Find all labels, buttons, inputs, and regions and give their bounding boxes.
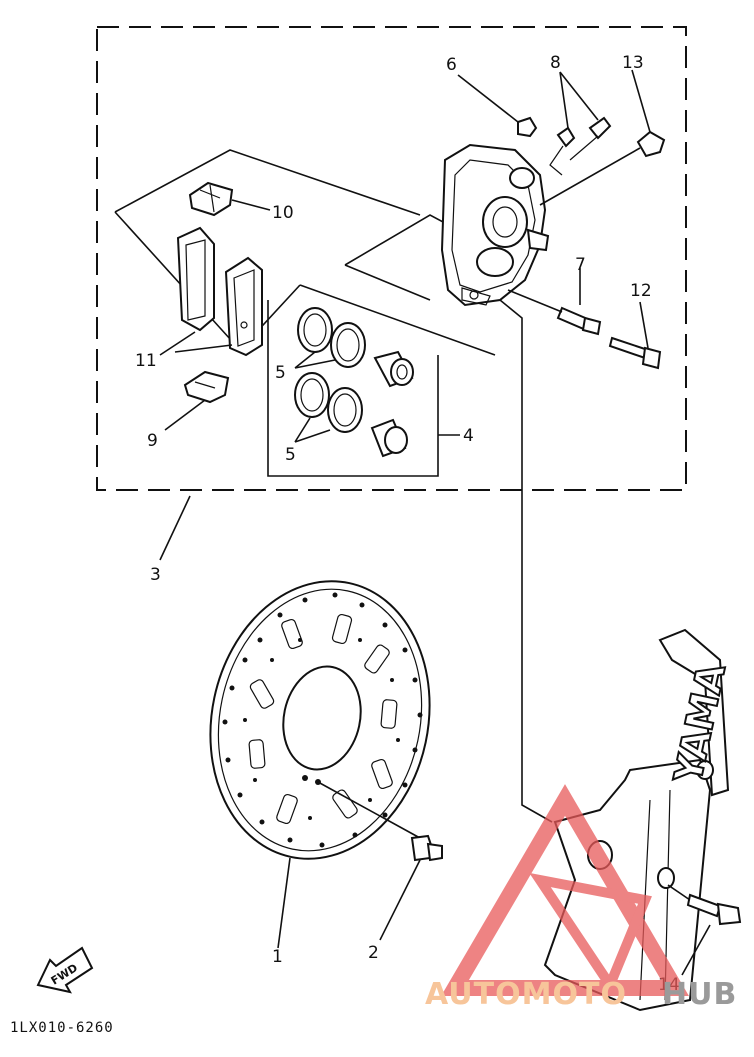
callout-6: 6 xyxy=(446,55,457,75)
brake-disc xyxy=(209,580,431,860)
callout-10: 10 xyxy=(272,203,294,223)
callout-1: 1 xyxy=(272,947,283,967)
callout-12: 12 xyxy=(630,281,652,301)
drawing-code: 1LX010-6260 xyxy=(10,1020,114,1036)
piston-seal-lower-b xyxy=(327,387,363,433)
callout-5-lower: 5 xyxy=(285,445,296,465)
caliper-bolt-cap-set xyxy=(549,116,612,176)
seal-kit-group-outline xyxy=(267,284,496,477)
caliper-slide-pin xyxy=(556,306,602,336)
watermark-text-automoto: AUTOMOTO xyxy=(425,977,627,1012)
piston-lower xyxy=(370,418,408,458)
caliper-cap xyxy=(636,130,666,158)
pad-spring-upper xyxy=(188,181,234,217)
caliper-body xyxy=(440,143,550,307)
automotohub-watermark-logo xyxy=(441,784,689,996)
callout-9: 9 xyxy=(147,431,158,451)
watermark-text-hub: HUB xyxy=(662,977,737,1012)
piston-seal-upper-b xyxy=(330,322,366,368)
brake-pad-right xyxy=(224,256,263,357)
callout-11: 11 xyxy=(135,351,157,371)
callout-13: 13 xyxy=(622,53,644,73)
forward-direction-arrow: FWD xyxy=(36,946,94,994)
callout-3: 3 xyxy=(150,565,161,585)
callout-5-upper: 5 xyxy=(275,363,286,383)
disc-bolt xyxy=(410,834,443,862)
automotohub-watermark-text: AUTOMOTO HUB xyxy=(425,977,737,1012)
piston-seal-upper-a xyxy=(297,307,333,353)
caliper-assembly-boundary xyxy=(96,26,687,491)
callout-4: 4 xyxy=(463,426,474,446)
callout-2: 2 xyxy=(368,943,379,963)
callout-8: 8 xyxy=(550,53,561,73)
brake-pad-left xyxy=(176,226,215,332)
bleed-screw xyxy=(517,116,538,138)
piston-seal-lower-a xyxy=(294,372,330,418)
caliper-mount-bolt xyxy=(608,336,662,370)
axle-pinch-bolt xyxy=(686,893,742,926)
callout-7: 7 xyxy=(575,255,586,275)
piston-upper xyxy=(373,350,414,388)
pad-spring-lower xyxy=(183,370,230,404)
